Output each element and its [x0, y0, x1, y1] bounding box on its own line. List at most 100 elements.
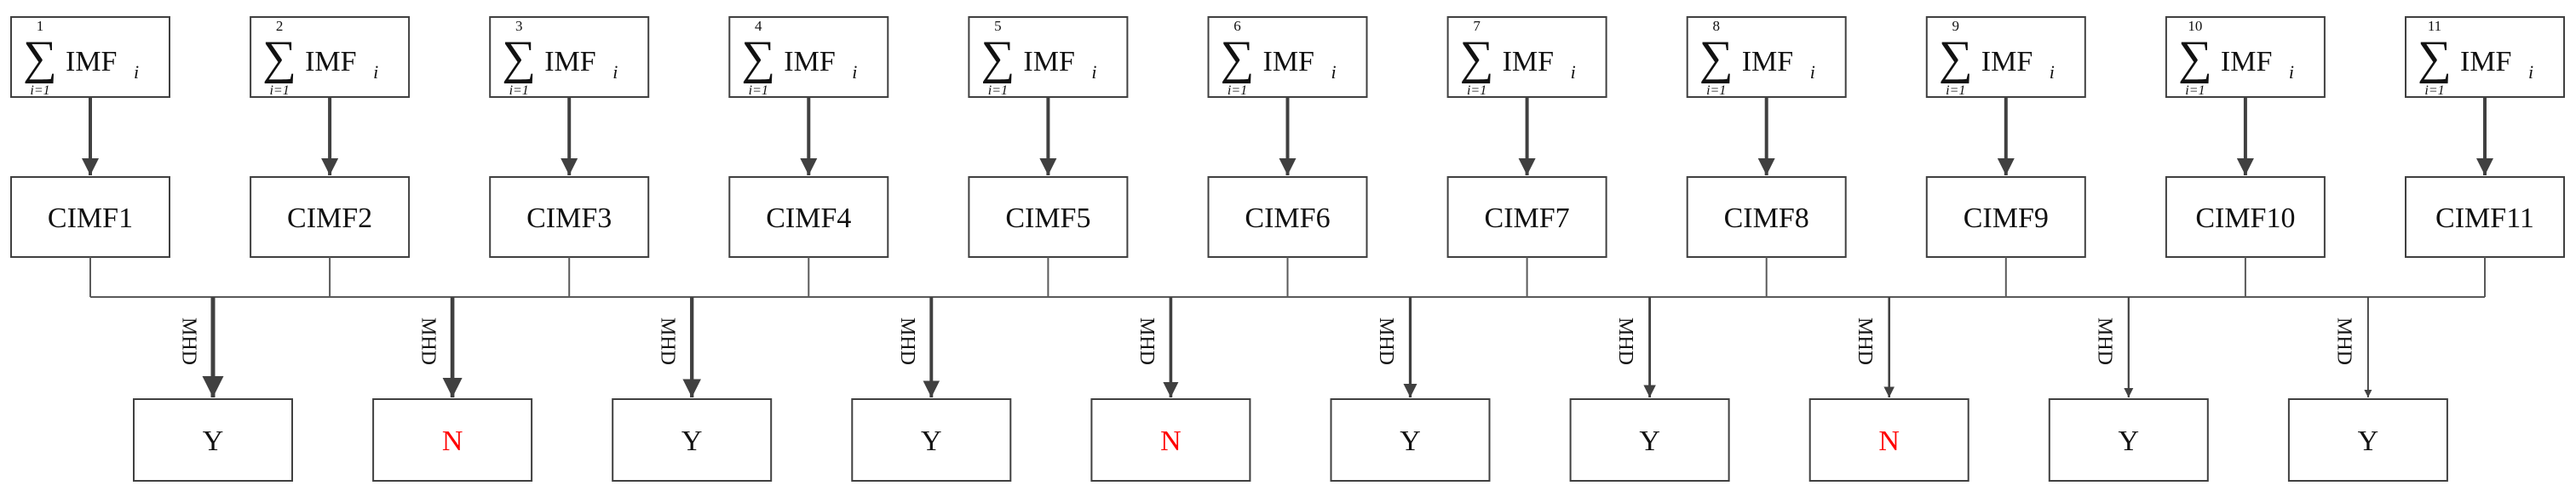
sum-lower-limit: i=1: [988, 83, 1008, 98]
sum-upper-limit: 10: [2188, 18, 2202, 34]
imf-subscript: i: [2528, 61, 2533, 83]
mhd-label: MHD: [1136, 317, 1158, 365]
sum-upper-limit: 9: [1952, 18, 1960, 34]
imf-subscript: i: [1091, 61, 1096, 83]
cimf-box: CIMF4: [728, 176, 889, 258]
cimf-label: CIMF3: [526, 203, 612, 234]
sum-symbol: ∑: [2418, 31, 2452, 84]
cimf-box: CIMF9: [1925, 176, 2086, 258]
mhd-label: MHD: [177, 317, 199, 365]
result-box: N: [372, 398, 533, 482]
imf-label: IMF: [1742, 46, 1793, 77]
sum-lower-limit: i=1: [1228, 83, 1247, 98]
cimf-label: CIMF2: [287, 203, 372, 234]
mhd-label: MHD: [1375, 317, 1397, 365]
imf-subscript: i: [2289, 61, 2294, 83]
sum-upper-limit: 6: [1233, 18, 1241, 34]
imf-label: IMF: [66, 46, 117, 77]
imf-label: IMF: [2460, 46, 2511, 77]
cimf-box: CIMF11: [2405, 176, 2565, 258]
cimf-label: CIMF5: [1005, 203, 1090, 234]
sum-symbol: ∑: [502, 31, 536, 84]
cimf-label: CIMF4: [766, 203, 851, 234]
imf-subscript: i: [1571, 61, 1576, 83]
result-box: Y: [851, 398, 1012, 482]
result-label: Y: [1400, 426, 1421, 457]
sum-imf-box: ∑8 i=1 IMF i: [1686, 16, 1847, 98]
cimf-box: CIMF3: [489, 176, 650, 258]
result-box: N: [1808, 398, 1969, 482]
sum-imf-box: ∑4 i=1 IMF i: [728, 16, 889, 98]
mhd-label: MHD: [1854, 317, 1876, 365]
mhd-label: MHD: [417, 317, 440, 365]
imf-subscript: i: [612, 61, 618, 83]
sum-lower-limit: i=1: [1946, 83, 1965, 98]
sum-lower-limit: i=1: [1706, 83, 1726, 98]
cimf-label: CIMF11: [2435, 203, 2534, 234]
result-label: N: [1878, 426, 1900, 457]
cimf-label: CIMF6: [1245, 203, 1330, 234]
sum-upper-limit: 4: [755, 18, 762, 34]
imf-label: IMF: [784, 46, 835, 77]
result-box: N: [1090, 398, 1251, 482]
sum-symbol: ∑: [2178, 31, 2212, 84]
imf-label: IMF: [1981, 46, 2033, 77]
imf-label: IMF: [1263, 46, 1314, 77]
imf-subscript: i: [2050, 61, 2055, 83]
imf-label: IMF: [1503, 46, 1554, 77]
imf-label: IMF: [1023, 46, 1074, 77]
mhd-label: MHD: [657, 317, 679, 365]
sum-lower-limit: i=1: [1467, 83, 1486, 98]
cimf-label: CIMF8: [1724, 203, 1809, 234]
imf-subscript: i: [373, 61, 378, 83]
mhd-label: MHD: [896, 317, 918, 365]
sum-symbol: ∑: [1460, 31, 1494, 84]
sum-symbol: ∑: [1699, 31, 1734, 84]
sum-upper-limit: 8: [1712, 18, 1720, 34]
result-label: Y: [203, 426, 224, 457]
sum-imf-box: ∑2 i=1 IMF i: [250, 16, 411, 98]
sum-symbol: ∑: [741, 31, 775, 84]
cimf-box: CIMF7: [1446, 176, 1607, 258]
mhd-label: MHD: [2093, 317, 2115, 365]
imf-label: IMF: [544, 46, 595, 77]
result-box: Y: [612, 398, 773, 482]
imf-subscript: i: [852, 61, 857, 83]
sum-symbol: ∑: [262, 31, 296, 84]
sum-upper-limit: 2: [276, 18, 284, 34]
sum-lower-limit: i=1: [2185, 83, 2205, 98]
result-label: Y: [1639, 426, 1660, 457]
sum-symbol: ∑: [23, 31, 57, 84]
result-box: Y: [2287, 398, 2448, 482]
cimf-box: CIMF6: [1207, 176, 1368, 258]
result-box: Y: [133, 398, 293, 482]
result-label: Y: [921, 426, 942, 457]
cimf-box: CIMF8: [1686, 176, 1847, 258]
result-label: Y: [2358, 426, 2379, 457]
imf-subscript: i: [134, 61, 139, 83]
sum-lower-limit: i=1: [749, 83, 768, 98]
cimf-box: CIMF2: [250, 176, 411, 258]
result-box: Y: [1330, 398, 1491, 482]
sum-lower-limit: i=1: [509, 83, 529, 98]
cimf-box: CIMF10: [2165, 176, 2326, 258]
cimf-label: CIMF9: [1964, 203, 2049, 234]
imf-subscript: i: [1810, 61, 1815, 83]
imf-label: IMF: [305, 46, 356, 77]
mhd-label: MHD: [1614, 317, 1636, 365]
cimf-box: CIMF5: [968, 176, 1129, 258]
sum-upper-limit: 1: [37, 18, 44, 34]
result-box: Y: [1569, 398, 1730, 482]
cimf-label: CIMF7: [1485, 203, 1570, 234]
sum-lower-limit: i=1: [269, 83, 289, 98]
imf-subscript: i: [1331, 61, 1337, 83]
